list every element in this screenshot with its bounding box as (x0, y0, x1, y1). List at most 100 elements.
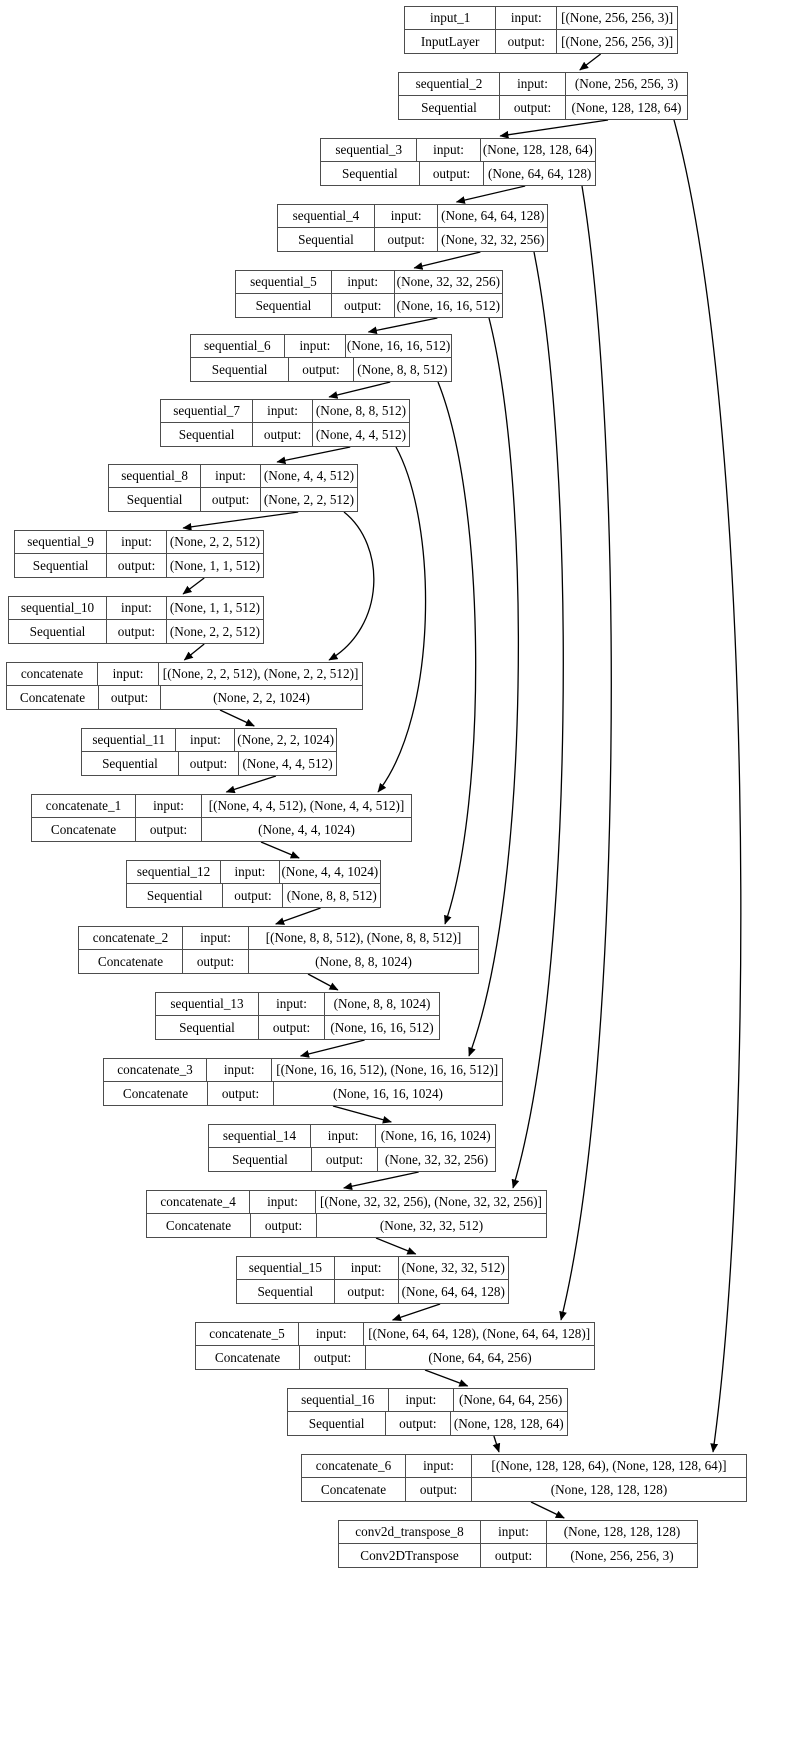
node-output-shape: (None, 2, 2, 1024) (213, 689, 310, 705)
graph-edge (437, 381, 477, 925)
graph-edge (455, 185, 526, 204)
node-output-shape: (None, 1, 1, 512) (169, 557, 261, 573)
node-input-label: input: (332, 271, 395, 293)
node-class-name: Sequential (109, 488, 202, 511)
graph-edge (559, 185, 612, 1321)
node-output-label: output: (312, 1148, 378, 1171)
node-input-label: input: (176, 729, 236, 751)
node-output-shape: (None, 2, 2, 512) (169, 623, 260, 639)
node-input-shape: (None, 128, 128, 64) (482, 142, 593, 158)
node-layer-name: sequential_16 (288, 1389, 389, 1411)
graph-edge (225, 775, 277, 794)
node-output-label: output: (386, 1412, 451, 1435)
node-output-label: output: (420, 162, 485, 185)
node-input-label: input: (375, 205, 439, 227)
node-input-label: input: (107, 597, 167, 619)
node-input-label: input: (136, 795, 202, 817)
node-input-label: input: (285, 335, 347, 357)
node-output-shape: (None, 32, 32, 256) (384, 1151, 489, 1167)
node-output-shape: (None, 128, 128, 128) (550, 1481, 668, 1497)
node-layer-name: concatenate_5 (196, 1323, 299, 1345)
node-output-shape: (None, 16, 16, 1024) (333, 1085, 443, 1101)
node-output-shape: (None, 16, 16, 512) (330, 1019, 434, 1035)
node-input-label: input: (299, 1323, 365, 1345)
node-output-label: output: (107, 620, 167, 643)
node-layer-name: sequential_8 (109, 465, 202, 487)
node-output-shape: [(None, 256, 256, 3)] (561, 33, 674, 49)
node-output-label: output: (481, 1544, 547, 1567)
node-class-name: Sequential (236, 294, 332, 317)
node-layer-name: concatenate_6 (302, 1455, 406, 1477)
node-input-shape: [(None, 128, 128, 64), (None, 128, 128, … (491, 1458, 727, 1474)
node-layer-name: sequential_15 (237, 1257, 335, 1279)
node-output-label: output: (223, 884, 284, 907)
node-input-label: input: (221, 861, 280, 883)
node-class-name: Sequential (278, 228, 375, 251)
node-input-label: input: (107, 531, 167, 553)
node-input-shape: [(None, 32, 32, 256), (None, 32, 32, 256… (319, 1194, 542, 1210)
node-class-name: Sequential (237, 1280, 335, 1303)
node-layer-name: concatenate_2 (79, 927, 183, 949)
node-output-label: output: (289, 358, 354, 381)
node-output-shape: (None, 64, 64, 128) (401, 1283, 505, 1299)
node-output-label: output: (300, 1346, 366, 1369)
node-input-label: input: (481, 1521, 547, 1543)
node-layer-name: sequential_3 (321, 139, 418, 161)
node-layer-name: concatenate_4 (147, 1191, 251, 1213)
node-layer-name: sequential_13 (156, 993, 259, 1015)
graph-edge (673, 119, 742, 1453)
node-input-shape: [(None, 256, 256, 3)] (561, 10, 674, 26)
graph-edge (182, 577, 205, 595)
node-output-shape: (None, 64, 64, 256) (428, 1349, 532, 1365)
node-class-name: Concatenate (79, 950, 183, 973)
node-input-label: input: (259, 993, 325, 1015)
node-class-name: Conv2DTranspose (339, 1544, 481, 1567)
node-input-label: input: (98, 663, 160, 685)
node-output-label: output: (251, 1214, 317, 1237)
node-input-label: input: (201, 465, 261, 487)
graph-edge (375, 1237, 417, 1255)
node-output-shape: (None, 32, 32, 512) (379, 1217, 484, 1233)
node-input-label: input: (496, 7, 558, 29)
node-input-shape: [(None, 8, 8, 512), (None, 8, 8, 512)] (265, 930, 462, 946)
graph-edge (275, 907, 321, 925)
node-layer-name: sequential_6 (191, 335, 285, 357)
node-output-label: output: (107, 554, 167, 577)
node-input-shape: [(None, 2, 2, 512), (None, 2, 2, 512)] (162, 666, 359, 682)
node-output-shape: (None, 4, 4, 512) (242, 755, 333, 771)
graph-edge (328, 381, 391, 399)
node-input-label: input: (389, 1389, 455, 1411)
node-input-label: input: (335, 1257, 399, 1279)
node-input-label: input: (406, 1455, 472, 1477)
node-class-name: Concatenate (196, 1346, 300, 1369)
node-input-shape: (None, 2, 2, 1024) (237, 732, 334, 748)
node-layer-name: input_1 (405, 7, 497, 29)
